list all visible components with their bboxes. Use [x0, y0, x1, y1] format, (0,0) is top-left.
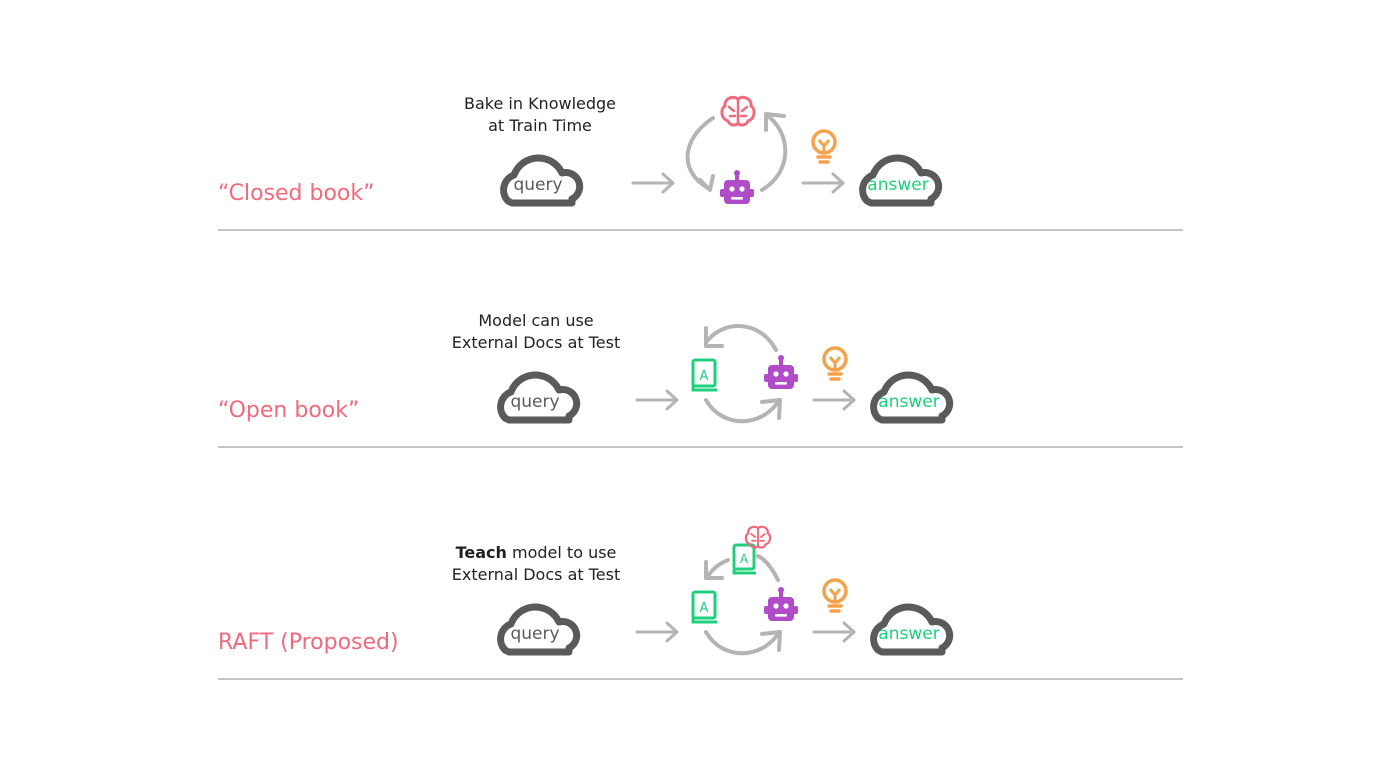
brain-icon — [744, 525, 772, 549]
row-closed-book: “Closed book” Bake in Knowledge at Train… — [218, 94, 939, 206]
svg-text:A: A — [700, 369, 709, 384]
caption-line-2: at Train Time — [488, 116, 592, 135]
caption-line-1: Bake in Knowledge — [464, 94, 616, 113]
row-label: “Closed book” — [218, 181, 375, 206]
caption-line-1: Teach model to use — [456, 543, 617, 562]
cycle-arrows-icon — [704, 554, 782, 656]
cycle-arrows-icon — [685, 112, 788, 192]
robot-icon — [764, 587, 798, 621]
row-label: RAFT (Proposed) — [218, 630, 399, 655]
arrow-right-icon — [631, 172, 675, 194]
document-icon: A — [691, 590, 717, 624]
query-label: query — [510, 392, 559, 412]
brain-icon — [720, 95, 756, 127]
svg-text:A: A — [700, 601, 709, 616]
lightbulb-icon — [811, 129, 837, 164]
caption-bold-word: Teach — [456, 543, 507, 562]
answer-label: answer — [878, 624, 939, 644]
row-label: “Open book” — [218, 398, 359, 423]
caption-line-2: External Docs at Test — [452, 565, 620, 584]
answer-label: answer — [867, 175, 928, 195]
svg-text:A: A — [740, 552, 749, 566]
robot-icon — [720, 170, 754, 204]
arrow-right-icon — [812, 621, 856, 643]
query-label: query — [510, 624, 559, 644]
arrow-right-icon — [801, 172, 845, 194]
document-icon: A — [691, 358, 717, 392]
row-open-book: “Open book” Model can use External Docs … — [218, 311, 950, 423]
document-icon: A — [732, 543, 756, 575]
arrow-right-icon — [635, 621, 679, 643]
row-raft: RAFT (Proposed) Teach model to use Exter… — [218, 525, 950, 656]
robot-icon — [764, 355, 798, 389]
cycle-arrows-icon — [704, 324, 782, 424]
query-label: query — [513, 175, 562, 195]
caption-line-2: External Docs at Test — [452, 333, 620, 352]
lightbulb-icon — [822, 346, 848, 381]
answer-label: answer — [878, 392, 939, 412]
lightbulb-icon — [822, 578, 848, 613]
arrow-right-icon — [635, 389, 679, 411]
arrow-right-icon — [812, 389, 856, 411]
caption-line-1: Model can use — [478, 311, 593, 330]
